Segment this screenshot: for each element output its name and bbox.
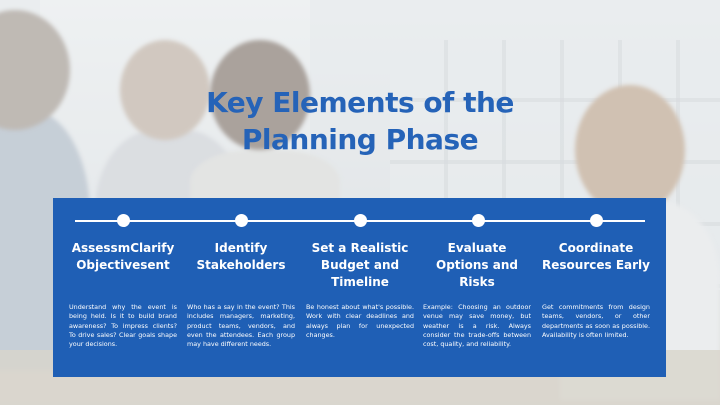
step-body: Who has a say in the event? This include…	[187, 303, 295, 349]
timeline-dot-2	[235, 214, 248, 227]
step-body: Get commitments from design teams, vendo…	[542, 303, 650, 339]
step-column-5: Coordinate Resources Early Get commitmen…	[542, 240, 650, 339]
step-heading: Identify Stakeholders	[196, 241, 286, 272]
step-heading: Coordinate Resources Early	[542, 241, 650, 272]
step-body: Understand why the event is being held. …	[69, 303, 177, 349]
step-column-4: Evaluate Options and Risks Example: Choo…	[423, 240, 531, 348]
step-body: Example: Choosing an outdoor venue may s…	[423, 303, 531, 349]
step-heading: Evaluate Options and Risks	[436, 241, 518, 289]
timeline-dot-4	[472, 214, 485, 227]
step-heading: AssessmClarify Objectivesent	[71, 241, 175, 272]
step-column-2: Identify Stakeholders Who has a say in t…	[187, 240, 295, 348]
step-heading: Set a Realistic Budget and Timeline	[311, 241, 409, 289]
step-column-1: AssessmClarify Objectivesent Understand …	[69, 240, 177, 348]
step-column-3: Set a Realistic Budget and Timeline Be h…	[306, 240, 414, 339]
steps-panel: AssessmClarify Objectivesent Understand …	[53, 198, 666, 377]
timeline-dot-3	[354, 214, 367, 227]
slide-title: Key Elements of the Planning Phase	[206, 86, 514, 156]
timeline-dot-1	[117, 214, 130, 227]
step-body: Be honest about what's possible. Work wi…	[306, 303, 414, 339]
timeline-dot-5	[590, 214, 603, 227]
